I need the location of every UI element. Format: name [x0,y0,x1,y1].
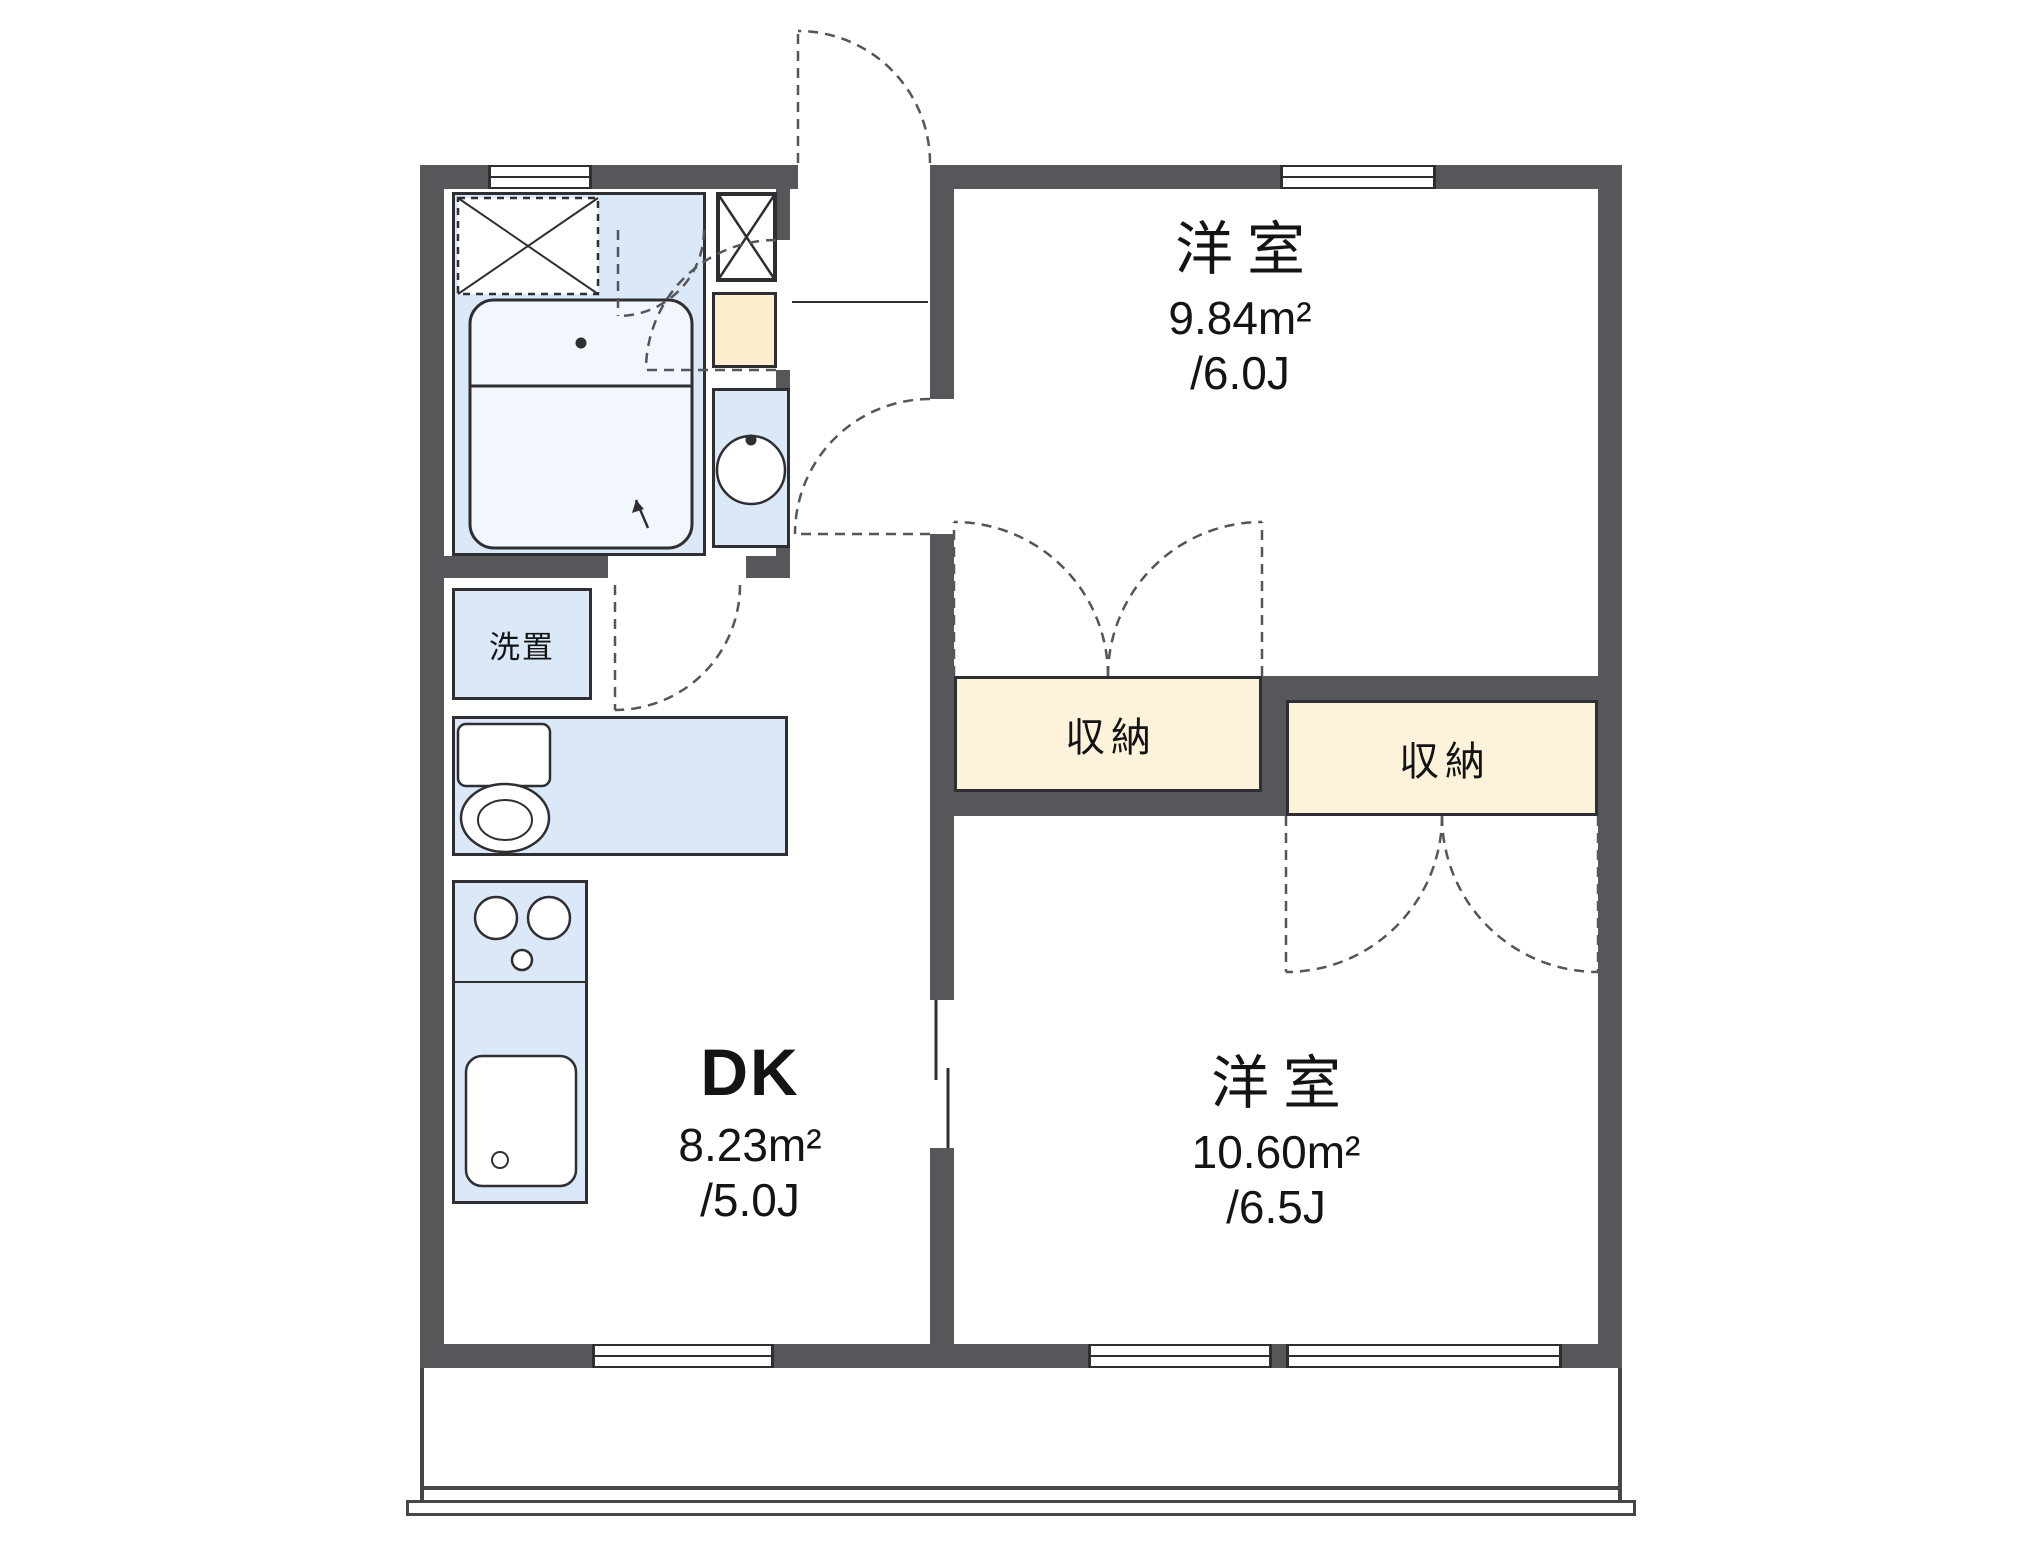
balcony-railing [424,1486,1618,1490]
wall-center-vertical-middle [930,534,954,1000]
closet-right-label: 収納 [1399,740,1491,784]
wall-outer-right [1598,165,1622,1368]
lavatory-door-swing [613,584,742,712]
entrance-opening [798,165,930,189]
balcony [420,1368,1622,1502]
sliding-door [934,1000,950,1148]
window-bedroom-top [1280,165,1436,189]
wall-center-vertical-upper [930,189,954,399]
bedroom-bottom-name: 洋室 [1210,1051,1355,1116]
wall-outer-top [420,165,1622,189]
bedroom-bottom-tatami: /6.5J [1226,1181,1326,1234]
closet-right-box [1286,700,1598,816]
wall-center-vertical-lower [930,1148,954,1344]
bathroom-unit [452,192,706,556]
bedroom-top-door-swing [793,397,931,536]
wall-outer-left [420,165,444,1368]
wall-washroom-right-upper [776,189,790,240]
bedroom-bottom-label: 洋室 10.60m² /6.5J [954,1051,1598,1234]
balcony-base-bar [406,1500,1636,1516]
bedroom-top-label: 洋室 9.84m² /6.0J [920,217,1560,400]
bedroom-top-name: 洋室 [1174,217,1319,282]
laundry-space-label: 洗置 [489,629,555,665]
kitchen-counter [452,880,588,1204]
water-heater-box [712,292,777,368]
window-bedroom-bottom-small [1088,1344,1272,1368]
wall-closet-left-bottom [930,792,1286,816]
laundry-space-box [452,588,592,700]
closet-left-door-swings [952,520,1264,677]
bedroom-bottom-area: 10.60m² [1191,1125,1361,1178]
dk-label: DK 8.23m² /5.0J [570,1035,930,1227]
dk-name: DK [700,1035,800,1109]
dk-tatami: /5.0J [700,1174,800,1227]
wall-washroom-bottom-left [444,556,608,578]
toilet-area [452,716,788,856]
wall-closet-right-top [1262,676,1598,700]
closet-left-box [954,676,1262,792]
bedroom-top-area: 9.84m² [1168,291,1312,344]
window-top-left [488,165,592,189]
window-bedroom-bottom-large [1286,1344,1562,1368]
closet-right-door-swings [1284,815,1600,974]
entrance-door-swing [796,29,932,164]
dk-area: 8.23m² [678,1118,822,1171]
wall-between-closets [1262,676,1286,816]
window-dk [592,1344,774,1368]
bedroom-top-tatami: /6.0J [1190,347,1290,400]
closet-left-label: 収納 [1065,716,1157,760]
wash-basin-area [712,388,790,548]
pipe-shaft-box [716,192,777,282]
